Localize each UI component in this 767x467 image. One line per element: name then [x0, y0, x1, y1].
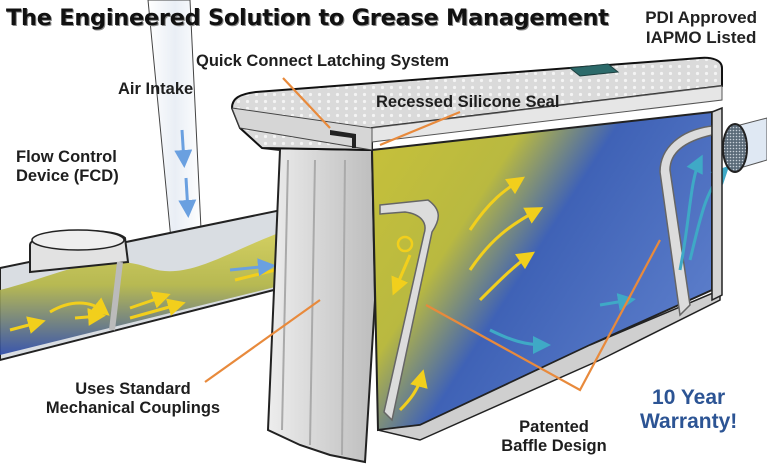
cert-pdi: PDI Approved — [645, 8, 757, 27]
page-title: The Engineered Solution to Grease Manage… — [6, 5, 609, 31]
cert-iapmo: IAPMO Listed — [645, 28, 757, 48]
callout-quick-connect: Quick Connect Latching System — [196, 52, 450, 70]
callout-air-intake: Air Intake — [118, 80, 194, 98]
inlet-pipe — [0, 198, 354, 362]
warranty-badge: 10 Year Warranty! — [640, 386, 738, 434]
air-intake-pipe — [147, 0, 203, 251]
interceptor-lid — [230, 56, 723, 152]
interceptor-body — [261, 106, 730, 464]
certifications: PDI Approved IAPMO Listed — [645, 8, 757, 49]
callout-recessed-seal: Recessed Silicone Seal — [376, 93, 560, 111]
callout-lines — [204, 77, 661, 392]
callout-baffle: Patented Baffle Design — [501, 418, 607, 455]
callout-flow-control: Flow Control Device (FCD) — [16, 148, 119, 185]
callout-couplings: Uses Standard Mechanical Couplings — [45, 380, 221, 417]
outlet-pipe — [722, 117, 767, 173]
